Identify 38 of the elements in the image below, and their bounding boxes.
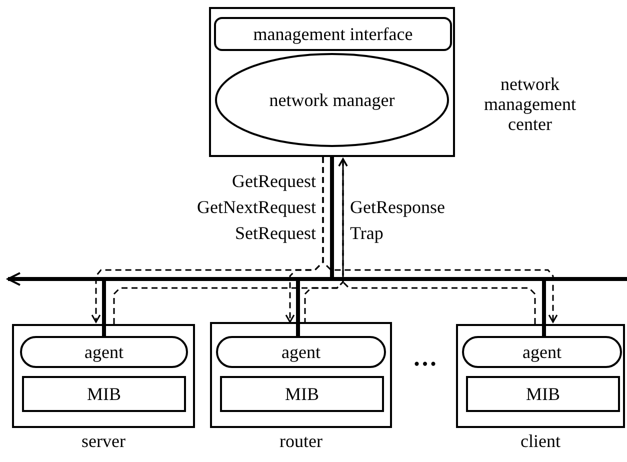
network-line [542,281,546,336]
node-label: agent [84,342,124,362]
network-line [296,281,300,336]
node-label: MIB [86,384,121,404]
network-line [7,272,60,286]
device-box [456,324,625,428]
agent-capsule [216,336,386,368]
message-label: GetNextRequest [196,198,316,218]
network-line [330,157,334,277]
network-line [102,281,106,336]
message-label: GetRequest [231,172,316,192]
interface-box [214,17,452,51]
device-box [209,7,455,157]
node-caption: network management center [483,75,577,134]
manager-label: network manager [269,90,395,110]
ellipsis-mark: ••• [412,358,438,374]
agent-capsule [20,336,188,368]
node-label: agent [522,342,562,362]
interface-label: management interface [253,24,413,44]
message-label: GetResponse [350,198,446,218]
device-box [12,324,195,428]
data-box [22,376,186,412]
message-label: SetRequest [234,224,316,244]
node-caption: client [520,432,562,452]
network-bus [60,277,627,281]
node-caption: router [278,432,324,452]
message-label: Trap [350,224,384,244]
message-arrow [338,158,536,324]
node-label: MIB [526,384,560,404]
message-arrow [322,157,558,323]
data-box [220,376,384,412]
agent-capsule [462,336,622,368]
data-box [466,376,620,412]
process-ellipse [215,53,449,147]
device-box [210,322,392,428]
node-label: agent [282,342,320,362]
node-label: MIB [284,384,319,404]
node-caption: server [80,432,126,452]
